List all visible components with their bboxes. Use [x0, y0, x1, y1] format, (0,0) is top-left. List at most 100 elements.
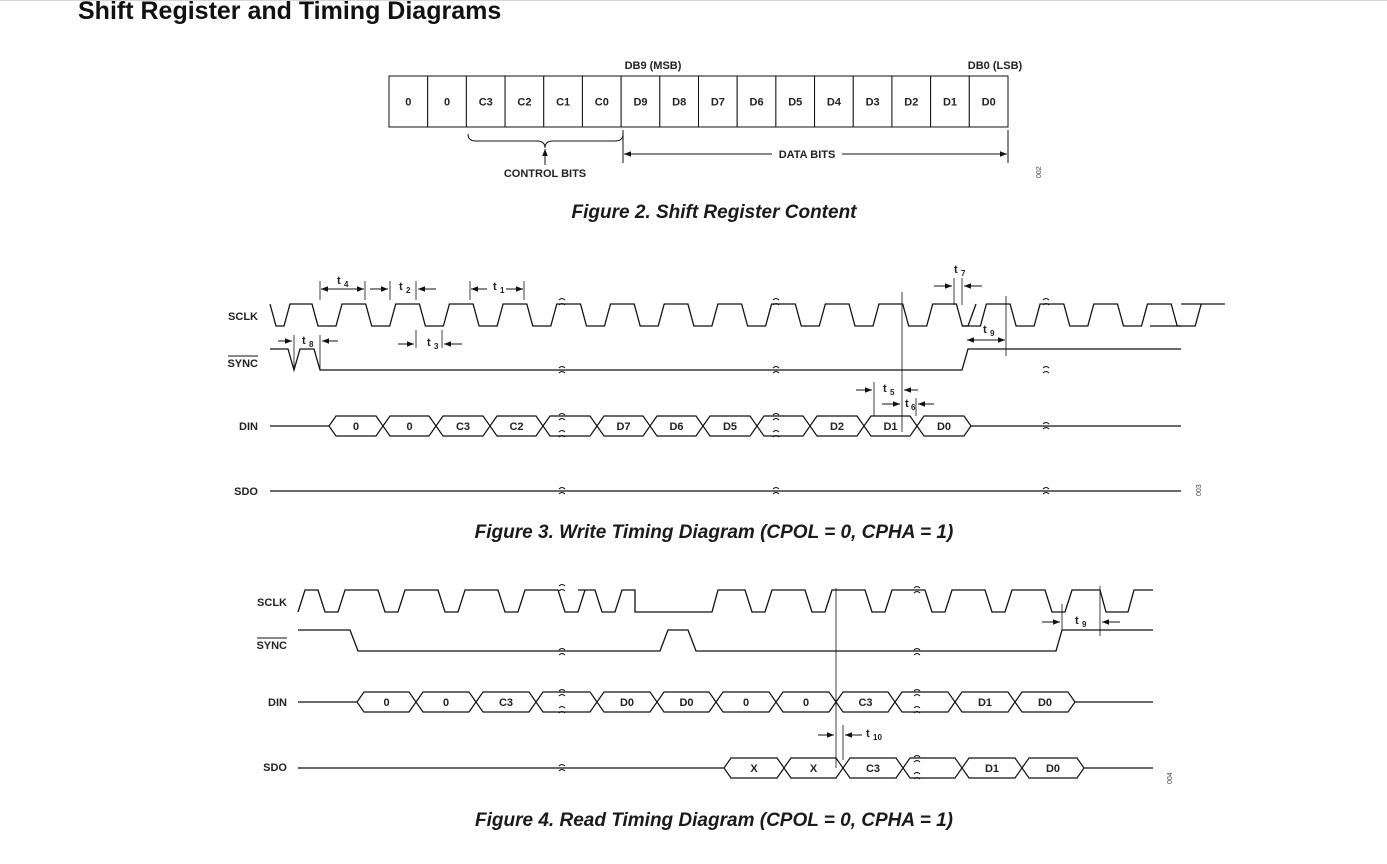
f3-t4: t 4: [319, 275, 366, 300]
figure3-caption: Figure 3. Write Timing Diagram (CPOL = 0…: [475, 522, 954, 543]
svg-text:2: 2: [406, 286, 411, 295]
break-mark: [772, 413, 780, 421]
break-mark: [558, 298, 566, 306]
break-mark: [772, 298, 780, 306]
break-mark: [913, 755, 921, 763]
register-cell-label: C1: [556, 97, 570, 109]
register-cell: [388, 75, 429, 128]
bus-value: 0: [383, 697, 389, 709]
break-mark: [1042, 366, 1050, 374]
bus-value: D1: [883, 421, 897, 433]
f4-sclk-waveform: [297, 589, 1153, 613]
bus-value: D2: [830, 421, 844, 433]
register-cell-label: D7: [711, 97, 725, 109]
f4-t9: t 9: [1042, 586, 1120, 636]
register-cell: [775, 75, 816, 128]
break-mark: [558, 584, 566, 592]
bus-value: C3: [499, 697, 513, 709]
t1-label: t: [493, 281, 497, 293]
t10-label: t: [866, 728, 870, 740]
bus-value: D7: [616, 421, 630, 433]
msb-label: DB9 (MSB): [625, 60, 682, 72]
bus-segment: [756, 415, 811, 437]
svg-text:1: 1: [500, 286, 505, 295]
register-cell: [814, 75, 854, 128]
register-cell-label: D4: [827, 97, 842, 109]
register-cell-label: D1: [943, 97, 957, 109]
svg-text:10: 10: [873, 733, 882, 742]
break-mark: [558, 413, 566, 421]
register-cell: [698, 75, 738, 128]
break-mark: [558, 689, 566, 697]
break-mark: [1042, 487, 1050, 495]
break-mark: [913, 706, 921, 714]
register-cell: [968, 75, 1009, 128]
break-mark: [558, 430, 566, 438]
f3-sdo-label: SDO: [234, 486, 258, 498]
bus-value: 0: [443, 697, 449, 709]
f3-din-label: DIN: [239, 421, 258, 433]
svg-text:4: 4: [344, 280, 349, 289]
f4-break-marks: [558, 584, 921, 780]
break-mark: [558, 706, 566, 714]
svg-text:7: 7: [961, 269, 966, 278]
lsb-label: DB0 (LSB): [968, 60, 1023, 72]
data-bits-label: DATA BITS: [779, 149, 836, 161]
bus-value: 0: [803, 697, 809, 709]
bus-value: D0: [1038, 697, 1052, 709]
register-cell: [852, 75, 893, 128]
bus-value: D0: [679, 697, 693, 709]
control-bits-brace: [467, 133, 624, 149]
bus-value: X: [750, 763, 758, 775]
register-cell: [620, 75, 661, 128]
bus-value: C3: [858, 697, 872, 709]
svg-text:9: 9: [1082, 620, 1087, 629]
register-cell-label: C3: [479, 97, 493, 109]
t6-label: t: [905, 398, 909, 410]
break-mark: [913, 772, 921, 780]
f4-din-label: DIN: [268, 697, 287, 709]
t3-label: t: [427, 337, 431, 349]
f3-sclk-label: SCLK: [228, 311, 258, 323]
f3-break-marks: [558, 298, 1181, 495]
bus-value: X: [810, 763, 818, 775]
t5-label: t: [883, 383, 887, 395]
break-mark: [772, 430, 780, 438]
f3-sclk-waveform: [269, 303, 1225, 327]
t9-label: t: [983, 324, 987, 336]
break-mark: [558, 648, 566, 656]
bus-segment: [902, 757, 963, 779]
register-cell: [465, 75, 506, 128]
register-cell-label: C0: [595, 97, 609, 109]
t8-label: t: [302, 335, 306, 347]
f3-t1: t 1: [469, 281, 525, 300]
t4-label: t: [337, 275, 341, 287]
break-mark: [558, 764, 566, 772]
bus-value: C3: [866, 763, 880, 775]
f3-t7: t 7: [934, 264, 982, 305]
f4-sclk-label: SCLK: [257, 597, 287, 609]
register-cell-label: D3: [866, 97, 880, 109]
figure3-code: 003: [1196, 484, 1203, 496]
t2-label: t: [399, 281, 403, 293]
break-mark: [1042, 422, 1050, 430]
f3-t2: t 2: [370, 281, 436, 300]
figure2-code: 002: [1036, 166, 1043, 178]
break-mark: [913, 648, 921, 656]
bus-value: D1: [978, 697, 992, 709]
page-title: Shift Register and Timing Diagrams: [78, 0, 502, 25]
svg-text:8: 8: [309, 340, 314, 349]
register-cell: [543, 75, 583, 128]
break-mark: [772, 366, 780, 374]
break-mark: [913, 586, 921, 594]
break-mark: [1042, 298, 1050, 306]
bus-value: D1: [985, 763, 999, 775]
bus-value: D0: [620, 697, 634, 709]
figure4-caption: Figure 4. Read Timing Diagram (CPOL = 0,…: [475, 810, 953, 831]
break-mark: [558, 366, 566, 374]
